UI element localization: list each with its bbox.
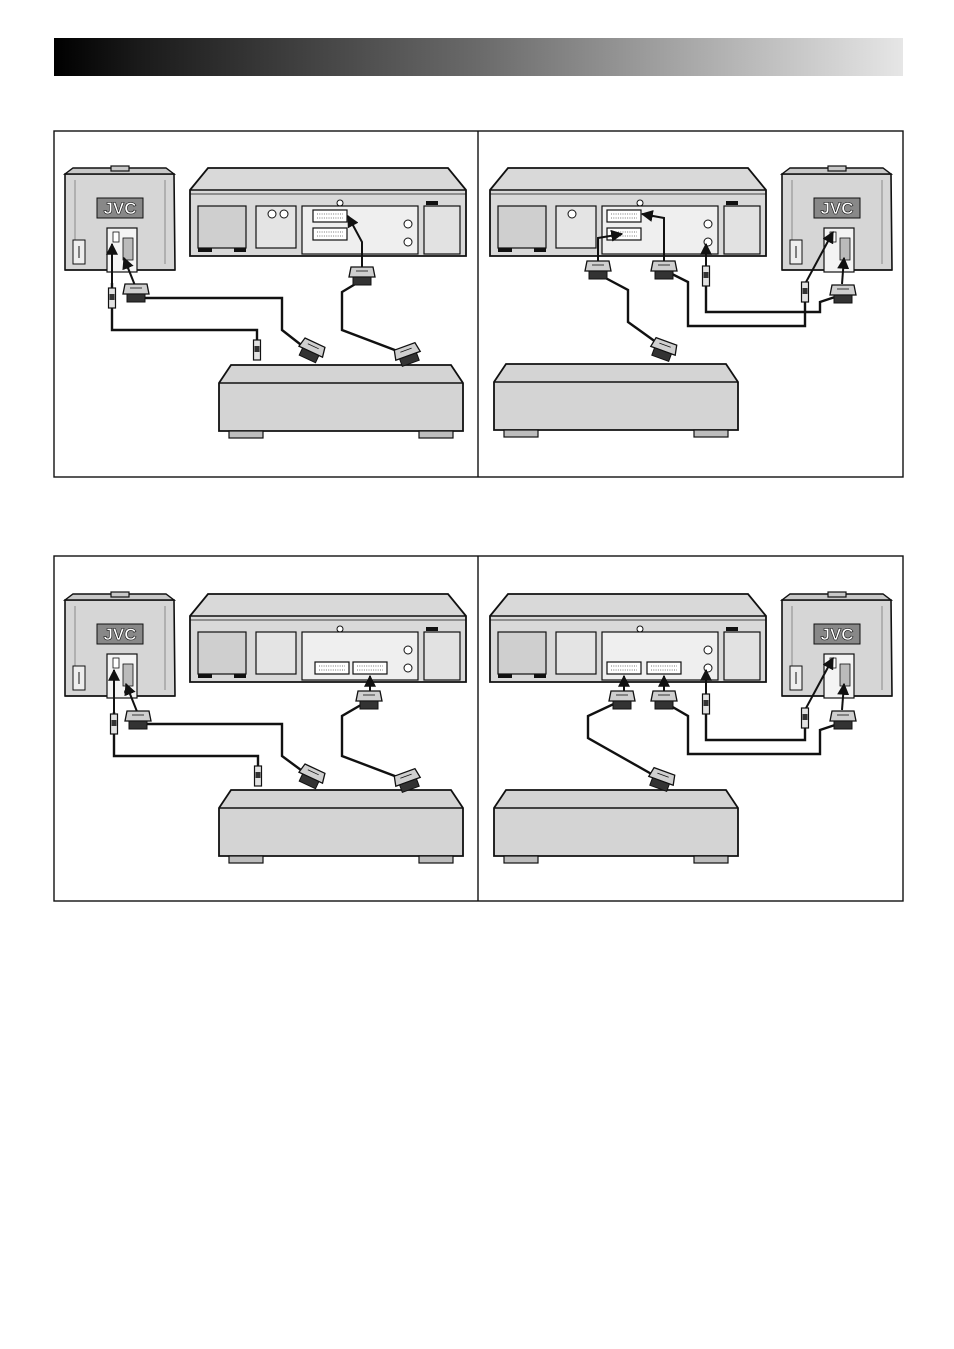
scart-plug <box>123 284 149 302</box>
external-device-box <box>219 365 463 438</box>
rf-plug <box>111 714 118 734</box>
tv-rear-unit: JVC <box>65 592 175 698</box>
external-device-box <box>494 790 738 863</box>
vcr-rear-unit <box>490 594 766 682</box>
scart-cable-device <box>588 702 655 776</box>
rf-plug <box>703 694 710 714</box>
rf-plug <box>802 282 809 302</box>
scart-cable-vcr <box>342 702 400 778</box>
vcr-rear-unit <box>190 594 466 682</box>
rf-plug <box>802 708 809 728</box>
tv-brand-logo: JVC <box>820 625 853 644</box>
scart-plug <box>585 261 611 279</box>
scart-plug <box>609 691 635 709</box>
scart-plug <box>356 691 382 709</box>
tv-rear-unit: JVC <box>65 166 175 272</box>
scart-plug <box>646 767 677 793</box>
rf-plug <box>703 266 710 286</box>
tv-rear-unit: JVC <box>782 592 892 698</box>
rf-cable <box>706 710 805 740</box>
scart-plug <box>830 285 856 303</box>
scart-plug <box>349 267 375 285</box>
panel-bottom-left: JVC <box>65 592 466 863</box>
scart-plug <box>296 337 327 364</box>
external-device-box <box>494 364 738 437</box>
panel-top-left: JVC <box>65 166 466 438</box>
scart-cable-tv <box>664 270 805 326</box>
scart-plug <box>392 342 423 368</box>
tv-brand-logo: JVC <box>103 625 136 644</box>
tv-brand-logo: JVC <box>103 199 136 218</box>
scart-cable-vcr <box>342 280 400 352</box>
scart-cable-device <box>598 274 660 345</box>
scart-plug <box>296 763 327 790</box>
scart-plug <box>125 711 151 729</box>
vcr-rear-unit <box>190 168 466 256</box>
rf-cable <box>706 282 838 312</box>
external-device-box <box>219 790 463 863</box>
rf-plug <box>109 288 116 308</box>
scart-plug <box>651 691 677 709</box>
scart-plug <box>651 261 677 279</box>
tv-brand-logo: JVC <box>820 199 853 218</box>
scart-cable-tv <box>136 298 305 348</box>
rf-plug <box>254 340 261 360</box>
scart-cable-tv <box>138 724 305 773</box>
panel-bottom-right: JVC <box>490 592 892 863</box>
scart-plug <box>830 711 856 729</box>
tv-rear-unit: JVC <box>782 166 892 272</box>
panel-top-right: JVC <box>490 166 892 437</box>
rf-plug <box>255 766 262 786</box>
scart-cable-tv <box>664 702 838 754</box>
vcr-rear-unit <box>490 168 766 256</box>
